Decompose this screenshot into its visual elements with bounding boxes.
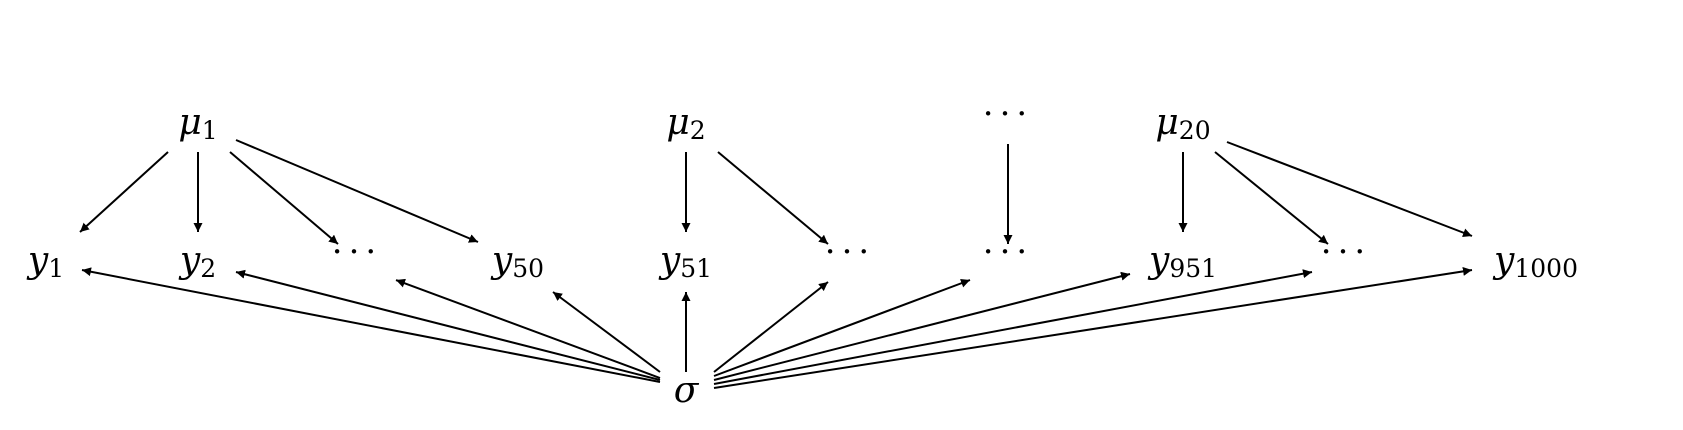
node-mudots: ··· <box>983 94 1033 134</box>
node-y50-subscript: 50 <box>512 254 544 283</box>
node-y50: y50 <box>490 240 544 283</box>
node-ydots4: ··· <box>1321 232 1371 272</box>
node-ydots3: ··· <box>983 232 1033 272</box>
node-y2-symbol: y <box>178 240 201 281</box>
edge-sigma-to-y1000 <box>713 266 1473 389</box>
edge-mu2-to-ydots2 <box>717 151 829 245</box>
edge-mu20-to-ydots4 <box>1214 151 1329 245</box>
node-y951-subscript: 951 <box>1169 254 1217 283</box>
node-y2: y2 <box>178 240 216 283</box>
edge-sigma-to-ydots1 <box>395 278 661 379</box>
node-y50-symbol: y <box>490 240 513 281</box>
node-y51-subscript: 51 <box>680 254 712 283</box>
edge-sigma-to-ydots4 <box>713 269 1313 385</box>
node-ydots1: ··· <box>332 232 382 272</box>
edge-sigma-to-ydots2 <box>713 281 829 373</box>
node-mu20-subscript: 20 <box>1179 116 1211 145</box>
node-y1000-subscript: 1000 <box>1514 254 1578 283</box>
node-mu1: μ1 <box>178 102 217 145</box>
node-mu20: μ20 <box>1155 102 1210 145</box>
node-mu1-symbol: μ <box>178 102 201 143</box>
node-y1-symbol: y <box>26 240 49 281</box>
node-mu2-subscript: 2 <box>690 116 706 145</box>
node-y51: y51 <box>658 240 712 283</box>
node-sigma-symbol: σ <box>674 370 700 411</box>
edge-mu1-to-y50 <box>235 139 479 243</box>
edge-mu20-to-y1000 <box>1226 141 1473 237</box>
node-y51-symbol: y <box>658 240 681 281</box>
edge-sigma-to-ydots3 <box>713 278 971 377</box>
node-y2-subscript: 2 <box>200 254 216 283</box>
edge-sigma-to-y50 <box>552 291 661 373</box>
edge-sigma-to-y2 <box>235 269 661 381</box>
node-mu2-symbol: μ <box>666 102 689 143</box>
edges <box>79 139 1473 389</box>
node-mu20-symbol: μ <box>1155 102 1178 143</box>
node-sigma: σ <box>674 370 700 411</box>
node-y951-symbol: y <box>1147 240 1170 281</box>
node-y1: y1 <box>26 240 64 283</box>
node-mu1-subscript: 1 <box>202 116 218 145</box>
node-ydots2: ··· <box>825 232 875 272</box>
node-y1000: y1000 <box>1492 240 1578 283</box>
node-y1000-symbol: y <box>1492 240 1515 281</box>
edge-mu1-to-ydots1 <box>229 151 339 245</box>
edge-sigma-to-y951 <box>713 271 1131 381</box>
node-y1-subscript: 1 <box>48 254 64 283</box>
node-mu2: μ2 <box>666 102 705 145</box>
node-y951: y951 <box>1147 240 1217 283</box>
edge-sigma-to-y1 <box>81 267 661 383</box>
edge-mu1-to-y1 <box>79 151 169 233</box>
